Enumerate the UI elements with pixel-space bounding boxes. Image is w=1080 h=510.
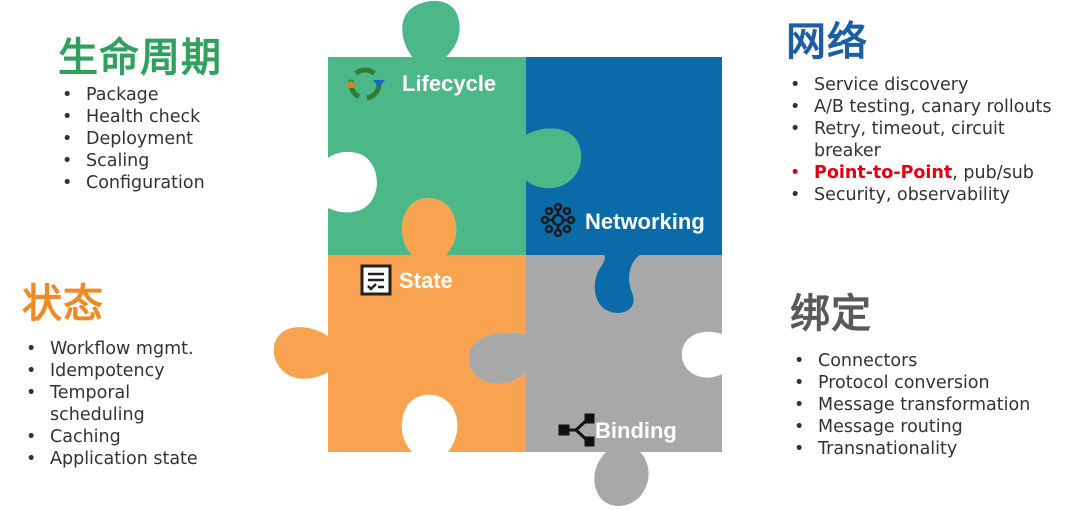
networking-label: Networking [585, 209, 705, 234]
list-item: Transnationality [790, 438, 1080, 460]
list-item: Health check [58, 106, 318, 128]
list-item: A/B testing, canary rollouts [786, 96, 1076, 118]
state-label: State [399, 268, 453, 293]
list-item: Configuration [58, 172, 318, 194]
lifecycle-puzzle-piece [328, 0, 582, 255]
list-item-line: Temporal [50, 383, 131, 403]
list-item: Service discovery [786, 74, 1076, 96]
network-heading: 网络 [786, 19, 868, 65]
list-item: Connectors [790, 350, 1080, 372]
list-item-line: Retry, timeout, circuit [814, 119, 1005, 139]
lifecycle-heading: 生命周期 [58, 35, 222, 81]
network-hub-icon [540, 202, 576, 238]
binding-puzzle-piece [468, 255, 722, 506]
list-item: Idempotency [22, 360, 262, 382]
network-list: Service discovery A/B testing, canary ro… [786, 74, 1076, 206]
list-item: Package [58, 84, 318, 106]
state-checklist-icon [360, 264, 392, 296]
list-item-rest: , pub/sub [952, 163, 1034, 183]
list-item: Security, observability [786, 184, 1076, 206]
networking-puzzle-piece [526, 57, 722, 314]
emphasis-text: Point-to-Point [814, 163, 953, 183]
state-list: Workflow mgmt. Idempotency Temporalsched… [22, 338, 262, 470]
list-item-line: scheduling [50, 405, 145, 425]
state-puzzle-piece [273, 198, 526, 452]
state-heading: 状态 [22, 281, 104, 327]
lifecycle-section: 生命周期 Package Health check Deployment Sca… [58, 36, 318, 194]
binding-section: 绑定 Connectors Protocol conversion Messag… [790, 292, 1080, 460]
list-item: Application state [22, 448, 262, 470]
state-section: 状态 Workflow mgmt. Idempotency Temporalsc… [22, 282, 262, 470]
list-item: Deployment [58, 128, 318, 150]
lifecycle-label: Lifecycle [402, 71, 496, 96]
list-item: Scaling [58, 150, 318, 172]
binding-heading: 绑定 [790, 291, 872, 337]
list-item: Point-to-Point, pub/sub [786, 162, 1076, 184]
list-item: Workflow mgmt. [22, 338, 262, 360]
list-item: Protocol conversion [790, 372, 1080, 394]
list-item: Message routing [790, 416, 1080, 438]
binding-split-icon [558, 413, 595, 447]
lifecycle-list: Package Health check Deployment Scaling … [58, 84, 318, 194]
binding-list: Connectors Protocol conversion Message t… [790, 350, 1080, 460]
network-section: 网络 Service discovery A/B testing, canary… [786, 20, 1076, 206]
list-item-line: breaker [814, 141, 881, 161]
binding-label: Binding [595, 418, 677, 443]
list-item: Caching [22, 426, 262, 448]
list-item: Message transformation [790, 394, 1080, 416]
lifecycle-cycle-icon [345, 67, 385, 101]
